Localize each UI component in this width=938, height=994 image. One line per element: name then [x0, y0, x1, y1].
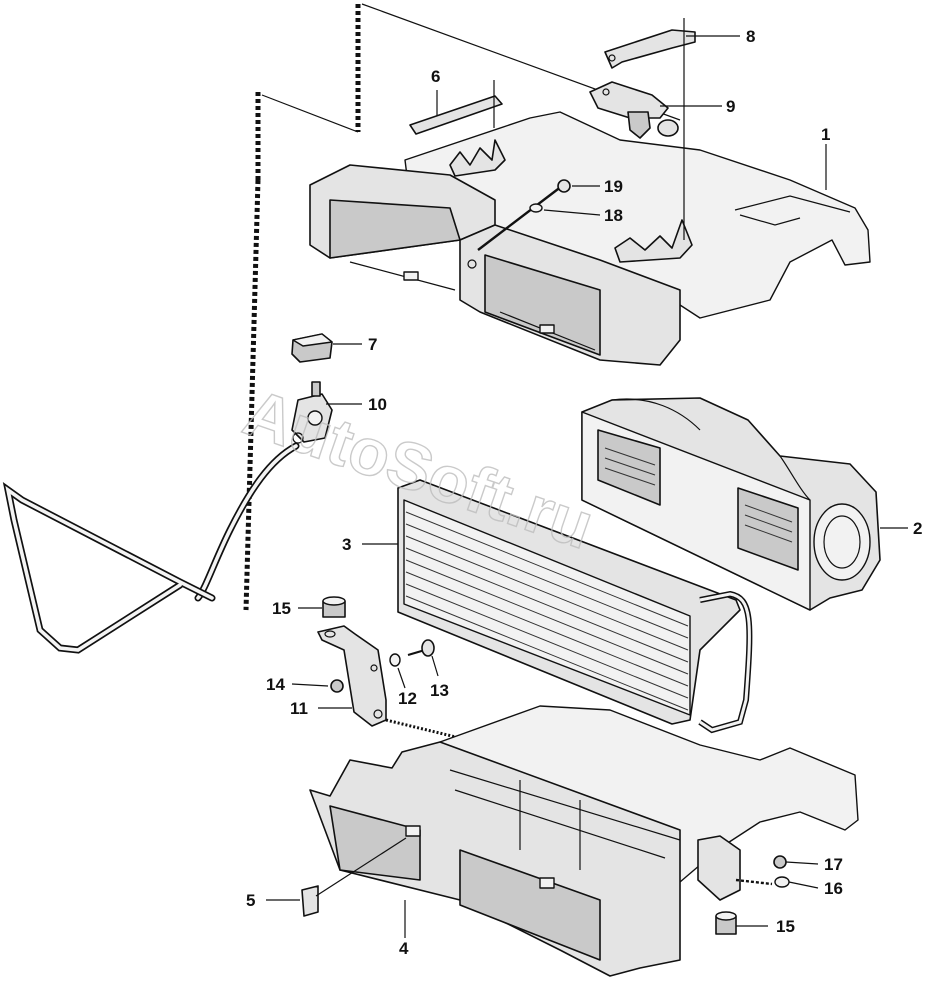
- callout-labels: 1 2 3 4 5 6 7 8 9 10 11 12 13 14 15 15 1…: [246, 27, 922, 958]
- callout-16: 16: [824, 879, 843, 898]
- fasteners-parts-12-13-14: [291, 639, 439, 693]
- strap-part-6: [409, 80, 503, 135]
- control-and-cable-part-10: [2, 381, 362, 654]
- assembly-dashed-lines: [243, 3, 681, 611]
- callout-13: 13: [430, 681, 449, 700]
- lower-fasteners-parts-15-16-17: [715, 855, 819, 935]
- callout-8: 8: [746, 27, 755, 46]
- callout-19: 19: [604, 177, 623, 196]
- callout-9: 9: [726, 97, 735, 116]
- callout-14: 14: [266, 675, 285, 694]
- callout-18: 18: [604, 206, 623, 225]
- upper-housing-part-1: [309, 111, 871, 366]
- callout-10: 10: [368, 395, 387, 414]
- callout-12: 12: [398, 689, 417, 708]
- mounting-bracket-part-11: [317, 625, 461, 740]
- callout-2: 2: [913, 519, 922, 538]
- screw-and-washer-parts-18-19: [477, 179, 601, 251]
- lower-housing-part-4: [309, 705, 859, 977]
- callout-11: 11: [290, 699, 308, 718]
- callout-4: 4: [399, 939, 409, 958]
- blower-part-2: [581, 397, 908, 611]
- callout-15-lower: 15: [776, 917, 795, 936]
- bushing-part-15-upper: [298, 596, 346, 618]
- callout-15-upper: 15: [272, 599, 291, 618]
- callout-1: 1: [821, 125, 830, 144]
- valve-part-9: [589, 81, 722, 139]
- heater-core-part-3: [362, 479, 753, 734]
- knob-part-7: [291, 333, 362, 363]
- callout-7: 7: [368, 335, 377, 354]
- clip-part-5: [266, 837, 407, 917]
- callout-5: 5: [246, 891, 255, 910]
- callout-6: 6: [431, 67, 440, 86]
- callout-17: 17: [824, 855, 843, 874]
- callout-3: 3: [342, 535, 351, 554]
- bracket-part-8: [604, 18, 740, 240]
